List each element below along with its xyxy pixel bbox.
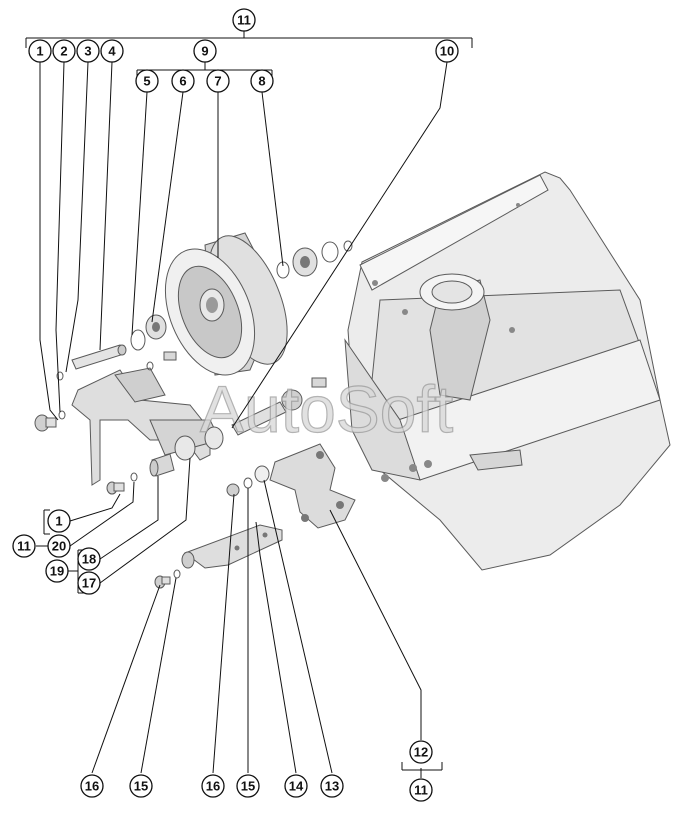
callout-5: 5	[135, 69, 159, 93]
callout-2-label: 2	[60, 44, 67, 59]
callout-16-a-label: 16	[85, 779, 99, 794]
callout-11-top: 11	[232, 8, 256, 32]
mounting-plate	[226, 443, 356, 529]
callout-15-b: 15	[236, 774, 260, 798]
callout-14: 14	[284, 774, 308, 798]
callout-3-label: 3	[84, 44, 91, 59]
callout-4: 4	[100, 39, 124, 63]
callout-17: 17	[77, 571, 101, 595]
callout-11-left: 11	[12, 534, 36, 558]
leader-lines	[25, 30, 473, 778]
callout-13-label: 13	[325, 779, 339, 794]
callout-6: 6	[171, 69, 195, 93]
watermark-text: AutoSoft	[200, 372, 453, 446]
callout-2: 2	[52, 39, 76, 63]
callout-9-label: 9	[201, 44, 208, 59]
callout-9: 9	[193, 39, 217, 63]
callout-15-a-label: 15	[134, 779, 148, 794]
callout-16-b: 16	[201, 774, 225, 798]
callout-20-label: 20	[52, 539, 66, 554]
callout-15-a: 15	[129, 774, 153, 798]
bearing-and-rings-right	[276, 240, 353, 279]
bearing-and-ring-left	[130, 314, 167, 351]
callout-16-a: 16	[80, 774, 104, 798]
callout-8: 8	[250, 69, 274, 93]
callout-20: 20	[47, 534, 71, 558]
hinge-plate	[181, 524, 283, 569]
callout-1-top: 1	[28, 39, 52, 63]
callout-13: 13	[320, 774, 344, 798]
bushing	[149, 453, 175, 477]
callout-11-bottom-label: 11	[414, 783, 428, 798]
callout-12-label: 12	[414, 745, 428, 760]
callout-11-left-label: 11	[17, 539, 31, 554]
callout-10-label: 10	[440, 44, 454, 59]
callout-1-bottom: 1	[47, 509, 71, 533]
axle-pin	[71, 344, 127, 370]
callout-1-bottom-label: 1	[55, 514, 62, 529]
callout-19: 19	[45, 559, 69, 583]
callout-18-label: 18	[82, 552, 96, 567]
callout-14-label: 14	[289, 779, 304, 794]
callout-5-label: 5	[143, 74, 150, 89]
callout-12: 12	[409, 740, 433, 764]
callout-4-label: 4	[108, 44, 116, 59]
mounting-bracket	[71, 367, 224, 486]
callout-11-top-label: 11	[237, 13, 251, 28]
callout-1-top-label: 1	[36, 44, 43, 59]
callout-10: 10	[435, 39, 459, 63]
frame-assembly	[344, 171, 671, 571]
callout-3: 3	[76, 39, 100, 63]
long-bolt	[231, 377, 327, 436]
callout-15-b-label: 15	[241, 779, 255, 794]
callout-7: 7	[206, 69, 230, 93]
callout-18: 18	[77, 547, 101, 571]
callout-19-label: 19	[50, 564, 64, 579]
bolts	[34, 361, 154, 495]
callout-17-label: 17	[82, 576, 96, 591]
roller-wheel	[164, 232, 288, 376]
callout-6-label: 6	[179, 74, 186, 89]
callout-11-bottom: 11	[409, 778, 433, 802]
callout-7-label: 7	[214, 74, 221, 89]
lower-bolt	[154, 569, 181, 589]
callout-8-label: 8	[258, 74, 265, 89]
small-bolt-upper	[163, 351, 177, 361]
callout-16-b-label: 16	[206, 779, 220, 794]
